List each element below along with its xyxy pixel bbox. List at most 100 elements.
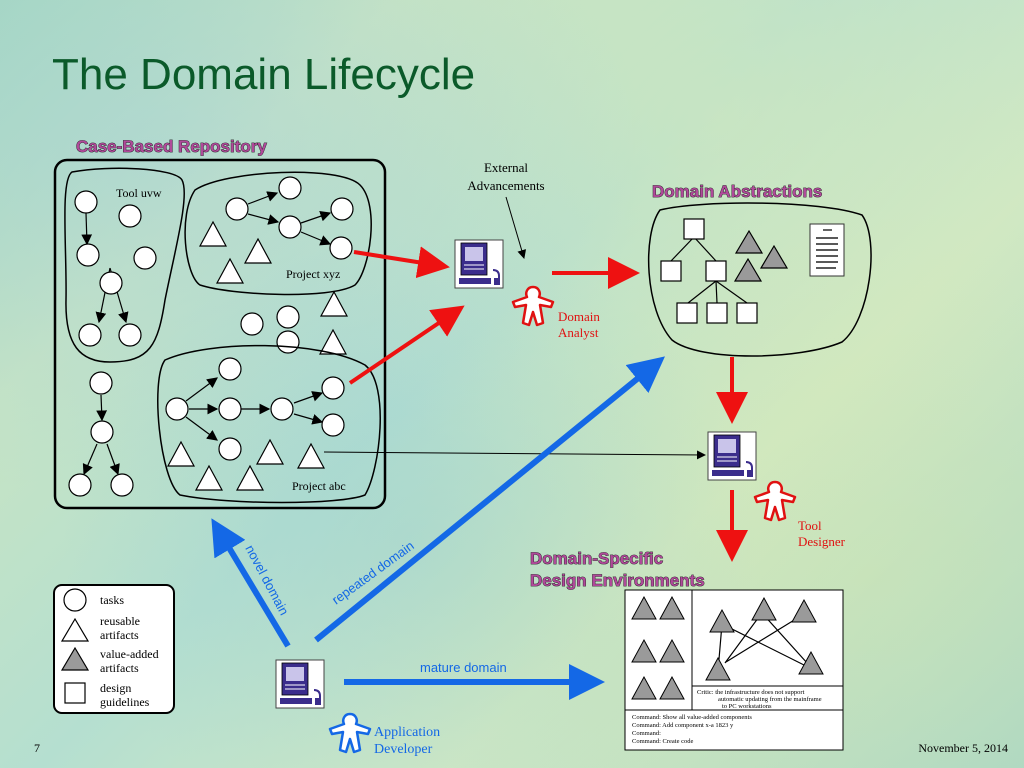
design-guideline (736, 302, 758, 324)
project-abc-group (157, 344, 381, 504)
repository-title: Case-Based Repository (76, 137, 267, 156)
design-environment-window: Critic: the infrastructure does not supp… (624, 589, 844, 751)
palette-value-added-artifact (659, 638, 685, 663)
task-node (218, 397, 242, 421)
command-line: Command: (632, 730, 661, 737)
legend-design-line2: guidelines (100, 695, 150, 709)
task-node (276, 330, 300, 354)
design-guideline (706, 302, 728, 324)
repeated-domain-arrow (314, 356, 665, 643)
task-node (110, 473, 134, 497)
task-node (240, 312, 264, 336)
critic-line3: to PC workstations (722, 703, 772, 710)
workspace-artifact (798, 650, 824, 675)
legend-value-added-triangle (60, 646, 90, 671)
command-line: Command: Add component x-a 1823 y (632, 722, 734, 729)
task-node (76, 243, 100, 267)
abc-to-analyst-arrow (348, 305, 465, 385)
task-node (89, 371, 113, 395)
palette-value-added-artifact (659, 675, 685, 700)
reusable-artifact (296, 442, 326, 469)
command-line: Command: Create code (632, 738, 693, 745)
reusable-artifact (243, 237, 273, 264)
project-xyz-label: Project xyz (286, 267, 340, 281)
task-node (118, 204, 142, 228)
project-xyz-group (184, 171, 372, 296)
task-node (68, 473, 92, 497)
reusable-artifact (166, 440, 196, 467)
command-line: Command: Show all value-added components (632, 714, 752, 721)
analyst-computer-icon (454, 239, 504, 289)
abc-to-designer-arrow (323, 450, 706, 460)
legend-value-line1: value-added (100, 647, 159, 661)
design-guideline (676, 302, 698, 324)
domain-analyst-person-icon (511, 285, 555, 327)
mature-domain-label: mature domain (420, 660, 507, 675)
task-node (276, 305, 300, 329)
developer-computer-icon (275, 659, 325, 709)
task-node (90, 420, 114, 444)
application-developer-person-icon (328, 712, 372, 754)
value-added-artifact (759, 244, 789, 269)
reusable-artifact (194, 464, 224, 491)
domain-abstractions-group (647, 202, 872, 357)
palette-value-added-artifact (631, 595, 657, 620)
task-node (165, 397, 189, 421)
design-guideline (705, 260, 727, 282)
reusable-artifact (255, 438, 285, 465)
palette-value-added-artifact (631, 675, 657, 700)
project-abc-label: Project abc (292, 479, 346, 493)
domain-analyst-line1: Domain (558, 309, 600, 324)
xyz-to-analyst-arrow (353, 246, 450, 279)
value-added-artifact (734, 229, 764, 254)
palette-value-added-artifact (659, 595, 685, 620)
task-node (99, 271, 123, 295)
designer-computer-icon (707, 431, 757, 481)
application-developer-line2: Developer (374, 742, 433, 757)
slide-date: November 5, 2014 (918, 741, 1008, 755)
legend-reusable-line2: artifacts (100, 628, 139, 642)
critic-line1: Critic: the infrastructure does not supp… (697, 689, 805, 696)
value-added-artifact (733, 257, 763, 282)
task-node (278, 176, 302, 200)
critic-line2: automatic updating from the mainframe (718, 696, 822, 703)
tool-uvw-group (64, 167, 185, 363)
design-guideline (660, 260, 682, 282)
document-icon (809, 223, 845, 277)
legend-task-circle (63, 588, 87, 612)
legend-tasks: tasks (100, 593, 124, 607)
page-number: 7 (34, 741, 40, 755)
page-title: The Domain Lifecycle (52, 50, 476, 99)
task-node (321, 376, 345, 400)
domain-abstractions-title: Domain Abstractions (652, 182, 822, 201)
legend-value-line2: artifacts (100, 661, 139, 675)
workspace-artifact (751, 596, 777, 621)
task-node (321, 413, 345, 437)
palette-value-added-artifact (631, 638, 657, 663)
task-node (270, 397, 294, 421)
legend: tasks reusable artifacts value-added art… (53, 584, 175, 714)
repository-box (53, 158, 387, 510)
case-based-repository: Case-Based Repository Tool uvw Project x… (53, 137, 387, 510)
legend-reusable-line1: reusable (100, 614, 140, 628)
tool-uvw-label: Tool uvw (116, 186, 162, 200)
legend-guideline-square (64, 682, 86, 704)
workspace-artifact (705, 656, 731, 681)
task-node (225, 197, 249, 221)
workspace-artifact (791, 598, 817, 623)
reusable-artifact (215, 257, 245, 284)
reusable-artifact (319, 290, 349, 317)
task-node (78, 323, 102, 347)
external-arrow (505, 196, 527, 259)
design-guideline (683, 218, 705, 240)
reusable-artifact (198, 220, 228, 247)
task-node (278, 215, 302, 239)
external-label-line2: Advancements (467, 178, 544, 193)
domain-analyst-line2: Analyst (558, 325, 599, 340)
task-node (330, 197, 354, 221)
legend-reusable-triangle (60, 617, 90, 642)
application-developer-line1: Application (374, 725, 440, 740)
tool-designer-line1: Tool (798, 518, 822, 533)
external-label-line1: External (484, 160, 528, 175)
